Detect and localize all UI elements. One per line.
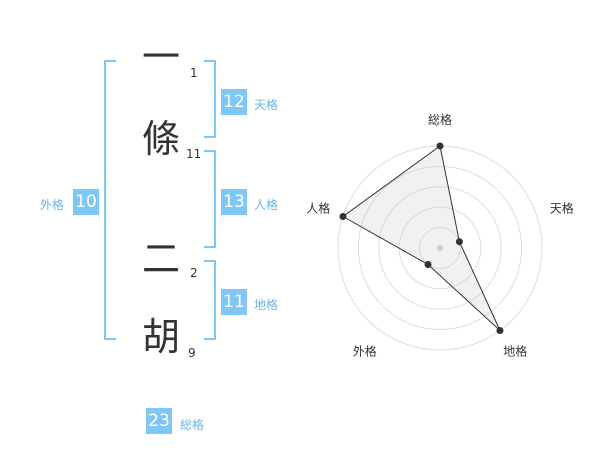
radar-center-dot [437,245,443,251]
radar-ring [378,186,502,310]
name-char-1: 一 [142,35,181,79]
chikaku-label: 地格 [254,298,279,312]
radar-axis-label: 天格 [550,200,574,215]
stroke-count-3: 2 [190,266,198,280]
tenkaku-label: 天格 [254,98,279,112]
stroke-count-2: 11 [186,147,202,161]
tenkaku-value: 12 [221,89,247,115]
jinkaku-bracket [204,150,216,248]
radar-area [342,145,501,331]
radar-point [455,238,463,246]
stroke-count-1: 1 [190,66,198,80]
radar-point [339,212,347,220]
gaikaku-label: 外格 [40,198,65,212]
gaikaku-value: 10 [73,189,99,215]
tenkaku-bracket [204,60,216,138]
radar-ring [357,165,523,331]
stroke-count-4: 9 [188,346,196,360]
chikaku-bracket [204,260,216,340]
name-char-3: 二 [142,237,181,281]
jinkaku-value: 13 [221,189,247,215]
radar-point [436,142,444,150]
name-char-4: 胡 [142,315,181,359]
radar-axis-label: 地格 [503,344,527,359]
chikaku-value: 11 [221,289,247,315]
radar-axis-label: 人格 [306,200,330,215]
soukaku-value: 23 [146,408,172,434]
radar-axis-label: 総格 [428,112,452,127]
name-char-2: 條 [142,117,181,161]
radar-point [496,327,504,335]
radar-point [424,261,432,269]
soukaku-label: 総格 [180,418,205,432]
radar-axis-label: 外格 [353,344,377,359]
jinkaku-label: 人格 [254,198,279,212]
gaikaku-bracket [104,60,116,340]
radar-ring [419,227,461,269]
